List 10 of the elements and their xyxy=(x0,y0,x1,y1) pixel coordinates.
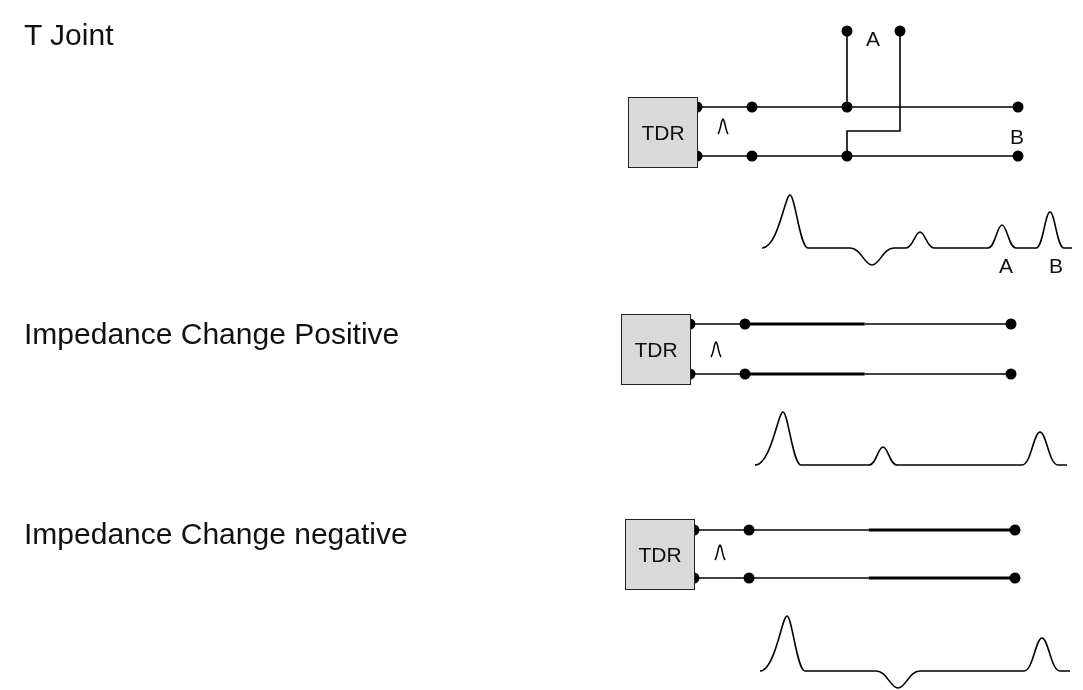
instrument-box: TDR xyxy=(628,97,698,168)
terminal-label: A xyxy=(866,28,880,49)
section-heading: Impedance Change Positive xyxy=(24,319,400,349)
terminal-label: B xyxy=(1010,126,1024,147)
trace-label: B xyxy=(1049,255,1063,276)
instrument-box: TDR xyxy=(625,519,695,590)
section-heading: Impedance Change negative xyxy=(24,519,408,549)
instrument-box: TDR xyxy=(621,314,691,385)
trace-label: A xyxy=(999,255,1013,276)
section-heading: T Joint xyxy=(24,20,114,50)
